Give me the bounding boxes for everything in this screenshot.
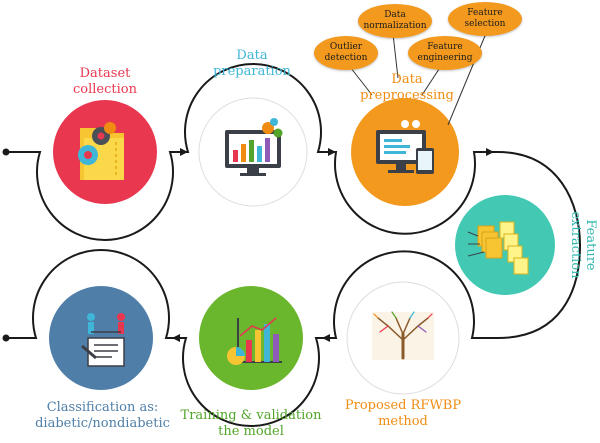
classification-node	[49, 286, 153, 390]
folder-gears-icon	[78, 122, 124, 180]
data-preparation-node	[198, 97, 308, 207]
flow-path-top	[6, 63, 581, 427]
analytics-chart-icon	[227, 317, 282, 365]
start-dot	[2, 148, 10, 156]
dataset-collection-node	[53, 100, 157, 204]
clipboard-people-icon	[81, 313, 125, 367]
feature-extraction-label: Feature extraction	[568, 211, 598, 279]
training-validation-node	[199, 286, 303, 390]
feature-engineering-bubble: Feature engineering	[408, 36, 482, 70]
computer-devices-icon	[376, 120, 434, 174]
outlier-detection-bubble: Outlier detection	[314, 36, 378, 70]
feature-extraction-node	[455, 195, 555, 295]
flow-arrows	[172, 148, 494, 342]
training-validation-label: Training & validation the model	[180, 408, 322, 439]
rfwbp-method-label: Proposed RFWBP method	[344, 398, 462, 429]
classification-label: Classification as: diabetic/nondiabetic	[35, 400, 170, 431]
data-preprocessing-node	[351, 98, 459, 206]
end-dot	[2, 334, 10, 342]
data-preprocessing-label: Data preprocessing	[360, 72, 454, 103]
monitor-chart-icon	[225, 118, 283, 176]
dataset-collection-label: Dataset collection	[73, 66, 137, 97]
rfwbp-method-node	[346, 281, 460, 395]
feature-layers-icon	[467, 221, 529, 275]
tree-icon	[372, 311, 434, 360]
feature-selection-bubble: Feature selection	[448, 2, 522, 36]
data-preparation-label: Data preparation	[213, 48, 291, 79]
data-normalization-bubble: Data normalization	[358, 4, 432, 38]
